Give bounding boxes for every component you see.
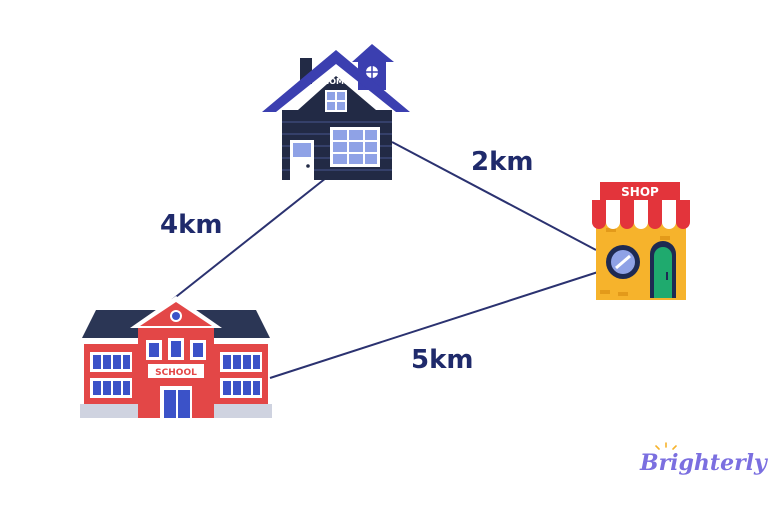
distance-school-shop: 5km — [411, 345, 473, 375]
line-home-school — [171, 177, 327, 301]
shop-label: SHOP — [621, 185, 659, 199]
shop-building: SHOP — [592, 182, 690, 300]
home-label: HOME — [323, 77, 350, 86]
school-label: SCHOOL — [155, 368, 197, 378]
line-school-shop — [269, 271, 599, 379]
school-building: SCHOOL — [80, 296, 272, 418]
line-home-shop — [391, 141, 597, 251]
brighterly-logo: Brighterly — [639, 442, 768, 476]
brand-logo-text: Brighterly — [639, 450, 768, 476]
distance-home-school: 4km — [160, 210, 222, 240]
distance-home-shop: 2km — [471, 147, 533, 177]
home-building: HOME — [262, 44, 410, 180]
